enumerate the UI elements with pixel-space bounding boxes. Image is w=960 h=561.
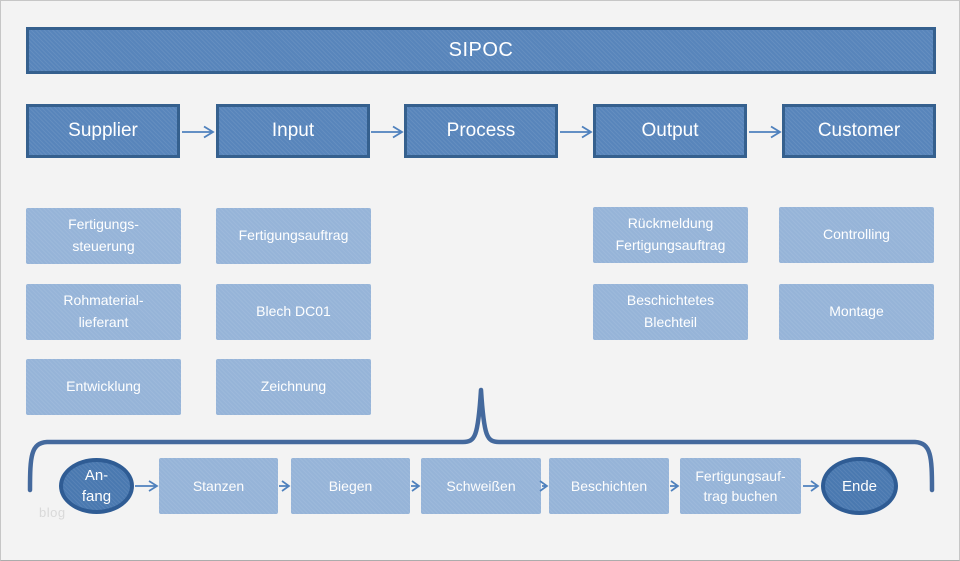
header-output: Output (593, 104, 747, 158)
flow-step-schweissen: Schweißen (421, 458, 541, 514)
customer-item-controlling: Controlling (779, 207, 934, 263)
arrow-biegen-schweissen (411, 480, 421, 492)
supplier-item-fertigungssteuerung: Fertigungs- steuerung (26, 208, 181, 264)
watermark-text: blog (39, 505, 66, 520)
header-process: Process (404, 104, 558, 158)
arrow-start-stanzen (135, 480, 159, 492)
output-item-beschichtetes-blechteil: Beschichtetes Blechteil (593, 284, 748, 340)
output-item-rueckmeldung: Rückmeldung Fertigungsauftrag (593, 207, 748, 263)
flow-start-node: An- fang (59, 458, 134, 514)
flow-end-node: Ende (821, 457, 898, 515)
flow-step-biegen: Biegen (291, 458, 410, 514)
diagram-title: SIPOC (26, 27, 936, 74)
arrow-supplier-input (182, 125, 215, 139)
arrow-process-output (560, 125, 593, 139)
supplier-item-rohmateriallieferant: Rohmaterial- lieferant (26, 284, 181, 340)
header-input: Input (216, 104, 370, 158)
input-item-zeichnung: Zeichnung (216, 359, 371, 415)
flow-step-stanzen: Stanzen (159, 458, 278, 514)
supplier-item-entwicklung: Entwicklung (26, 359, 181, 415)
customer-item-montage: Montage (779, 284, 934, 340)
arrow-schweissen-beschichten (539, 480, 549, 492)
header-customer: Customer (782, 104, 936, 158)
arrow-beschichten-buchen (670, 480, 680, 492)
input-item-fertigungsauftrag: Fertigungsauftrag (216, 208, 371, 264)
arrow-output-customer (749, 125, 782, 139)
input-item-blech-dc01: Blech DC01 (216, 284, 371, 340)
flow-step-auftrag-buchen: Fertigungsauf- trag buchen (680, 458, 801, 514)
arrow-buchen-ende (803, 480, 820, 492)
arrow-input-process (371, 125, 404, 139)
header-supplier: Supplier (26, 104, 180, 158)
arrow-stanzen-biegen (279, 480, 291, 492)
flow-step-beschichten: Beschichten (549, 458, 669, 514)
